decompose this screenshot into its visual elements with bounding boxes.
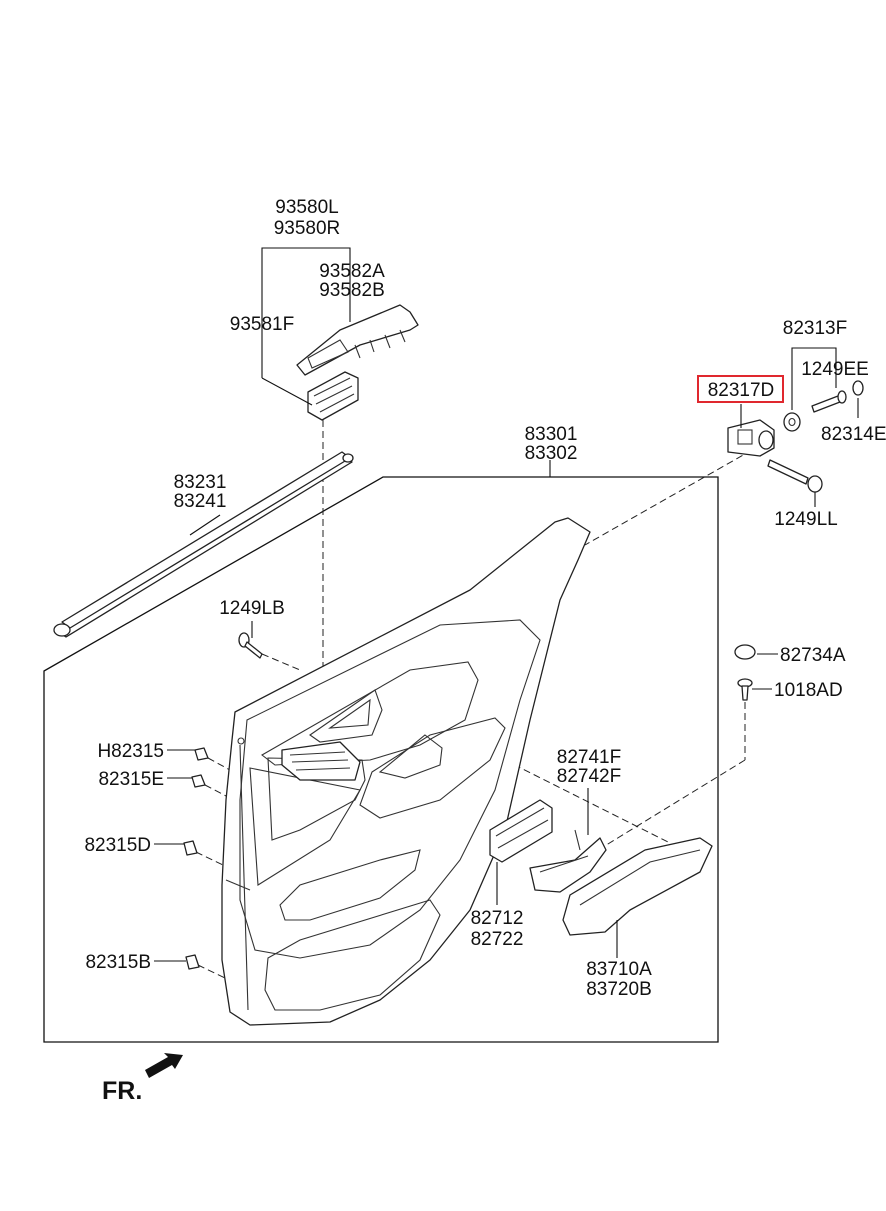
- front-arrow-icon: [145, 1053, 183, 1078]
- leader-82315e-dash: [204, 784, 229, 798]
- label-1018ad: 1018AD: [774, 680, 843, 701]
- bracket-82712: [489, 799, 553, 863]
- bolt-1249ee: [811, 390, 847, 413]
- leader-82315d-dash: [195, 851, 226, 867]
- label-82314e: 82314E: [821, 424, 886, 445]
- bolt-1249ll: [767, 459, 823, 493]
- leader-hinge-dash: [584, 449, 753, 546]
- assembly-frame: [43, 476, 719, 1043]
- hinge-bracket: [727, 419, 775, 457]
- leader-82315h-dash: [207, 757, 231, 771]
- leader-1018ad-dash-2: [589, 759, 746, 856]
- label-h82315: H82315: [97, 741, 164, 762]
- clip-1018ad: [737, 678, 753, 701]
- washer-82313f: [783, 412, 801, 432]
- clip-82315d: [183, 840, 198, 856]
- screw-1249lb: [238, 632, 263, 659]
- label-leaders: [154, 247, 859, 962]
- leader-1249lb-dash: [261, 653, 301, 671]
- pull-grip: [562, 837, 713, 936]
- power-window-switch: [307, 371, 359, 421]
- label-82315d: 82315D: [84, 835, 151, 856]
- cap-82734a: [734, 644, 756, 660]
- door-panel-switch: [281, 741, 361, 781]
- clip-82315e: [191, 774, 206, 788]
- clip-82315b: [185, 954, 200, 970]
- front-label: FR.: [102, 1077, 142, 1105]
- belt-weatherstrip: [53, 451, 354, 638]
- switch-bezel: [296, 304, 419, 376]
- label-1249lb: 1249LB: [219, 598, 285, 619]
- leader-82315b-dash: [197, 964, 226, 979]
- label-82317d: 82317D: [708, 380, 775, 401]
- label-93581f: 93581F: [230, 314, 294, 335]
- highlight-box: [697, 375, 784, 403]
- label-82734a: 82734A: [780, 645, 846, 666]
- label-1249ll: 1249LL: [774, 509, 837, 530]
- door-trim-panel: [221, 517, 591, 1026]
- label-82313f: 82313F: [783, 318, 847, 339]
- label-82315b: 82315B: [85, 952, 151, 973]
- label-1249ee: 1249EE: [801, 359, 869, 380]
- cap-82314e: [852, 380, 864, 396]
- clip-h82315: [194, 747, 209, 761]
- bracket-82741f: [529, 829, 607, 893]
- label-82315e: 82315E: [98, 769, 164, 790]
